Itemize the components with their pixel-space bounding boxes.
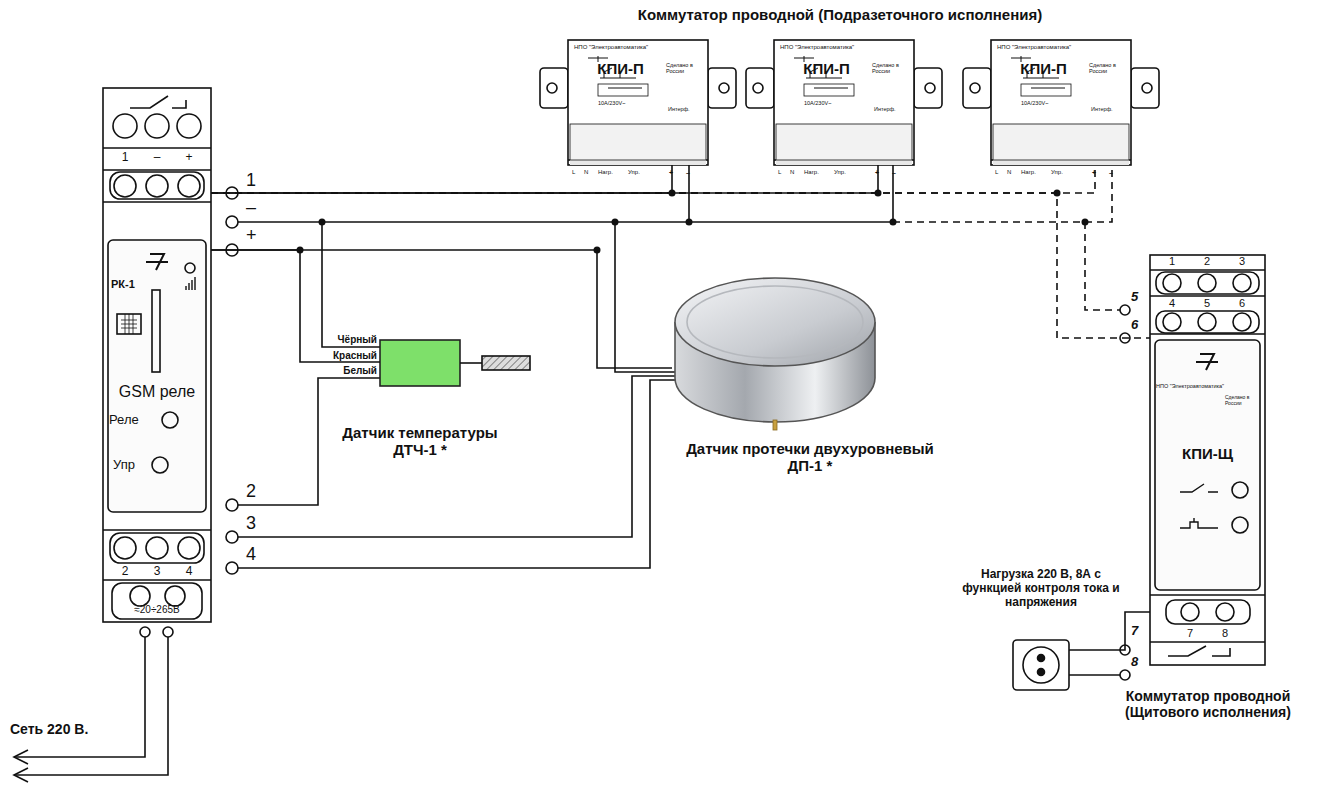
module-text: L (778, 169, 781, 176)
module-text: N (790, 169, 794, 176)
terminal-number: 7 (1131, 624, 1138, 639)
wire-colour: Красный (318, 350, 377, 362)
module-text: – (149, 151, 165, 165)
terminal-number: 1 (246, 170, 256, 191)
module-text: GSM реле (103, 383, 211, 401)
module-text: 8 (1217, 627, 1233, 640)
module-text: Упр (113, 458, 135, 473)
panel-switch-module: 1 2 3 4 5 6НПО "Электроавтоматика" Сделано в Р… (1150, 255, 1265, 665)
terminal-number: 6 (1131, 318, 1138, 333)
module-text: Нагр. (1021, 169, 1036, 176)
module-text: 10А/230V~ (598, 100, 648, 106)
module-text: Интерф. (668, 106, 704, 112)
terminal-number: 5 (1131, 290, 1138, 305)
signal-wire (211, 250, 672, 368)
terminal-number: 8 (1131, 655, 1138, 670)
terminal-number: 4 (246, 544, 256, 565)
module-text: Упр. (1051, 169, 1063, 176)
module-text: НПО "Электроавтоматика" (997, 44, 1097, 51)
module-text: Интерф. (874, 106, 910, 112)
temperature-sensor: Датчик температуры ДТЧ-1 * (380, 340, 460, 386)
module-text: N (584, 169, 588, 176)
module-text: 2 (1199, 255, 1215, 268)
module-text: 4 (1164, 297, 1180, 310)
module-text: 7 (1182, 627, 1198, 640)
module-text: 1 (117, 151, 133, 165)
module-text: ≈20÷265В (103, 604, 211, 616)
module-text: N (1007, 169, 1011, 176)
module-text: Нагр. (598, 169, 613, 176)
module-text: Сделано в России (666, 62, 704, 75)
socket-switch-box: НПО "Электроавтоматика" КПИ-ПСделано в Ро… (991, 40, 1131, 165)
signal-wire (211, 250, 380, 362)
wire-colour: Чёрный (318, 334, 377, 346)
mains-label: Сеть 220 В. (10, 721, 88, 737)
module-text: Сделано в России (872, 62, 910, 75)
terminal-number: – (246, 197, 256, 218)
module-text: + (875, 169, 879, 177)
module-text: 3 (149, 565, 165, 579)
module-text: Сделано в России (1225, 395, 1261, 407)
module-text: 3 (1234, 255, 1250, 268)
module-text: КПИ-П (1001, 60, 1086, 77)
group-caption: Коммутатор проводной (Подразеточного исп… (600, 6, 1080, 23)
module-text: Упр. (834, 169, 846, 176)
module-text: НПО "Электроавтоматика" (574, 44, 674, 51)
module-text: Реле (109, 413, 139, 428)
load-socket: Нагрузка 220 В, 8А с функцией контроля т… (1013, 640, 1069, 690)
module-text: – (1109, 169, 1113, 177)
terminal-number: 2 (246, 481, 256, 502)
module-text: L (572, 169, 575, 176)
module-text: 5 (1199, 297, 1215, 310)
group-caption: Коммутатор проводной (Щитового исполнени… (1108, 688, 1308, 720)
module-text: + (669, 169, 673, 177)
module-text: 1 (1164, 255, 1180, 268)
module-text: 2 (117, 565, 133, 579)
terminal-number: 3 (246, 513, 256, 534)
signal-wire (211, 165, 672, 193)
module-text: 10А/230V~ (804, 100, 854, 106)
gsm-relay-module: РК-1GSM релеРелеУпр 1 – +2 3 4 ≈20÷265В (103, 88, 211, 622)
module-text: 4 (181, 565, 197, 579)
load-caption: Нагрузка 220 В, 8А с функцией контроля т… (961, 568, 1121, 609)
signal-wire (211, 165, 1095, 193)
module-text: КПИ-П (578, 60, 663, 77)
terminal-number: + (246, 225, 257, 246)
module-text: L (995, 169, 998, 176)
module-text: Нагр. (804, 169, 819, 176)
module-text: 10А/230V~ (1021, 100, 1071, 106)
module-text: + (1092, 169, 1096, 177)
socket-switch-box: НПО "Электроавтоматика" КПИ-ПСделано в Ро… (774, 40, 914, 165)
sensor-caption: Датчик температуры ДТЧ-1 * (335, 424, 505, 459)
module-text: КПИ-П (784, 60, 869, 77)
module-text: – (686, 169, 690, 177)
module-text: Сделано в России (1089, 62, 1127, 75)
module-text: Упр. (628, 169, 640, 176)
signal-wire (211, 165, 878, 193)
signal-wire (1069, 612, 1150, 650)
module-text: 6 (1234, 297, 1250, 310)
module-text: – (892, 169, 896, 177)
module-text: НПО "Электроавтоматика" (1156, 383, 1236, 389)
sensor-caption: Датчик протечки двухуровневый ДП-1 * (680, 440, 940, 475)
module-text: РК-1 (111, 278, 135, 291)
leak-sensor: Датчик протечки двухуровневый ДП-1 * (672, 276, 878, 432)
module-text: КПИ-Щ (1150, 445, 1265, 462)
signal-wire (211, 193, 1150, 338)
module-text: Интерф. (1091, 106, 1127, 112)
wire-colour: Белый (318, 365, 377, 377)
socket-switch-box: НПО "Электроавтоматика" КПИ-ПСделано в Ро… (568, 40, 708, 165)
module-text: НПО "Электроавтоматика" (780, 44, 880, 51)
module-text: + (181, 151, 197, 165)
